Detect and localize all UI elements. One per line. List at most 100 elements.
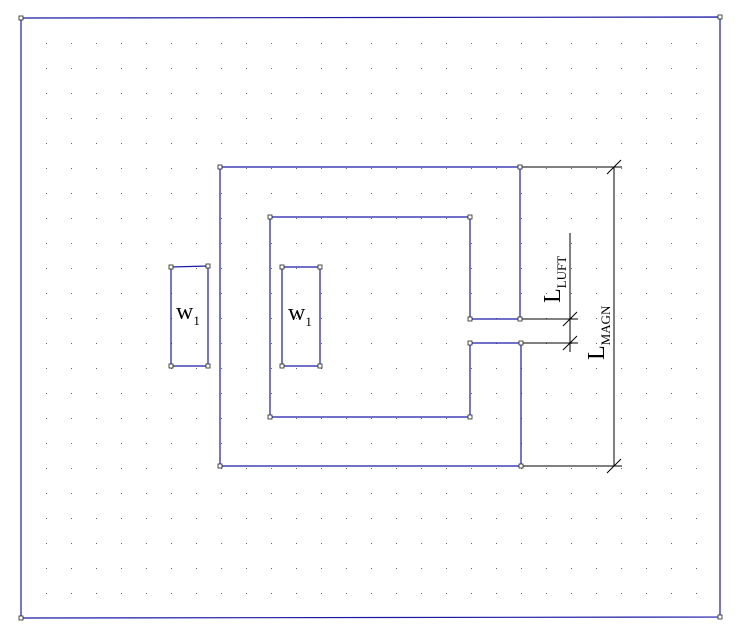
vertex-node[interactable] xyxy=(205,263,211,269)
grid-dot xyxy=(71,493,72,494)
grid-dot xyxy=(96,518,97,519)
vertex-node[interactable] xyxy=(467,316,473,322)
grid-dot xyxy=(246,568,247,569)
grid-dot xyxy=(596,543,597,544)
grid-dot xyxy=(371,293,372,294)
grid-dot xyxy=(171,518,172,519)
grid-dot xyxy=(646,143,647,144)
grid-dot xyxy=(221,443,222,444)
vertex-node[interactable] xyxy=(168,264,174,270)
grid-dot xyxy=(271,368,272,369)
grid-dot xyxy=(496,93,497,94)
grid-dot xyxy=(521,568,522,569)
grid-dot xyxy=(346,43,347,44)
grid-dot xyxy=(196,93,197,94)
grid-dot xyxy=(546,593,547,594)
grid-dot xyxy=(546,243,547,244)
grid-dot xyxy=(646,43,647,44)
grid-dot xyxy=(571,43,572,44)
vertex-node[interactable] xyxy=(518,340,524,346)
grid-dot xyxy=(146,318,147,319)
grid-dot xyxy=(121,368,122,369)
grid-dot xyxy=(596,218,597,219)
grid-dot xyxy=(446,93,447,94)
grid-dot xyxy=(146,518,147,519)
grid-dot xyxy=(196,568,197,569)
grid-dot xyxy=(196,293,197,294)
grid-dot xyxy=(96,293,97,294)
grid-dot xyxy=(421,268,422,269)
label-w1-left: w1 xyxy=(176,300,200,327)
grid-dot xyxy=(471,93,472,94)
grid-dot xyxy=(496,293,497,294)
grid-dot xyxy=(221,418,222,419)
vertex-node[interactable] xyxy=(518,463,524,469)
vertex-node[interactable] xyxy=(279,363,285,369)
grid-dot xyxy=(671,93,672,94)
grid-dot xyxy=(271,293,272,294)
vertex-node[interactable] xyxy=(168,363,174,369)
grid-dot xyxy=(221,493,222,494)
grid-dot xyxy=(471,468,472,469)
vertex-node[interactable] xyxy=(279,264,285,270)
grid-dot xyxy=(496,468,497,469)
grid-dot xyxy=(196,43,197,44)
grid-dot xyxy=(671,518,672,519)
grid-dot xyxy=(671,443,672,444)
grid-dot xyxy=(96,93,97,94)
grid-dot xyxy=(496,593,497,594)
grid-dot xyxy=(471,443,472,444)
vertex-node[interactable] xyxy=(205,363,211,369)
grid-dot xyxy=(71,268,72,269)
grid-dot xyxy=(146,543,147,544)
vertex-node[interactable] xyxy=(467,414,473,420)
vertex-node[interactable] xyxy=(317,363,323,369)
vertex-node[interactable] xyxy=(18,15,24,21)
grid-dot xyxy=(371,93,372,94)
grid-dot xyxy=(321,368,322,369)
grid-dot xyxy=(571,393,572,394)
vertex-node[interactable] xyxy=(517,164,523,170)
grid-dot xyxy=(121,268,122,269)
grid-dot xyxy=(71,143,72,144)
vertex-node[interactable] xyxy=(467,214,473,220)
grid-dot xyxy=(671,293,672,294)
vertex-node[interactable] xyxy=(267,214,273,220)
grid-dot xyxy=(271,518,272,519)
vertex-node[interactable] xyxy=(217,164,223,170)
grid-dot xyxy=(46,168,47,169)
vertex-node[interactable] xyxy=(217,463,223,469)
grid-dot xyxy=(121,318,122,319)
grid-dot xyxy=(246,43,247,44)
grid-dot xyxy=(246,468,247,469)
grid-dot xyxy=(121,593,122,594)
vertex-node[interactable] xyxy=(517,316,523,322)
grid-dot xyxy=(496,518,497,519)
grid-dot xyxy=(521,193,522,194)
vertex-node[interactable] xyxy=(18,615,24,621)
core-inner-window xyxy=(269,216,471,418)
grid-dot xyxy=(346,268,347,269)
grid-dot xyxy=(46,518,47,519)
grid-dot xyxy=(346,68,347,69)
vertex-node[interactable] xyxy=(317,264,323,270)
grid-dot xyxy=(121,443,122,444)
grid-dot xyxy=(121,518,122,519)
vertex-node[interactable] xyxy=(717,14,723,20)
grid-dot xyxy=(146,93,147,94)
grid-dot xyxy=(546,68,547,69)
vertex-node[interactable] xyxy=(717,614,723,620)
grid-dot xyxy=(446,468,447,469)
grid-dot xyxy=(146,268,147,269)
grid-dot xyxy=(396,418,397,419)
vertex-node[interactable] xyxy=(267,414,273,420)
grid-dot xyxy=(321,68,322,69)
grid-dot xyxy=(146,443,147,444)
grid-dot xyxy=(571,143,572,144)
grid-dot xyxy=(446,118,447,119)
grid-dot xyxy=(371,268,372,269)
grid-dot xyxy=(471,493,472,494)
grid-dot xyxy=(121,493,122,494)
grid-dot xyxy=(46,143,47,144)
vertex-node[interactable] xyxy=(467,340,473,346)
